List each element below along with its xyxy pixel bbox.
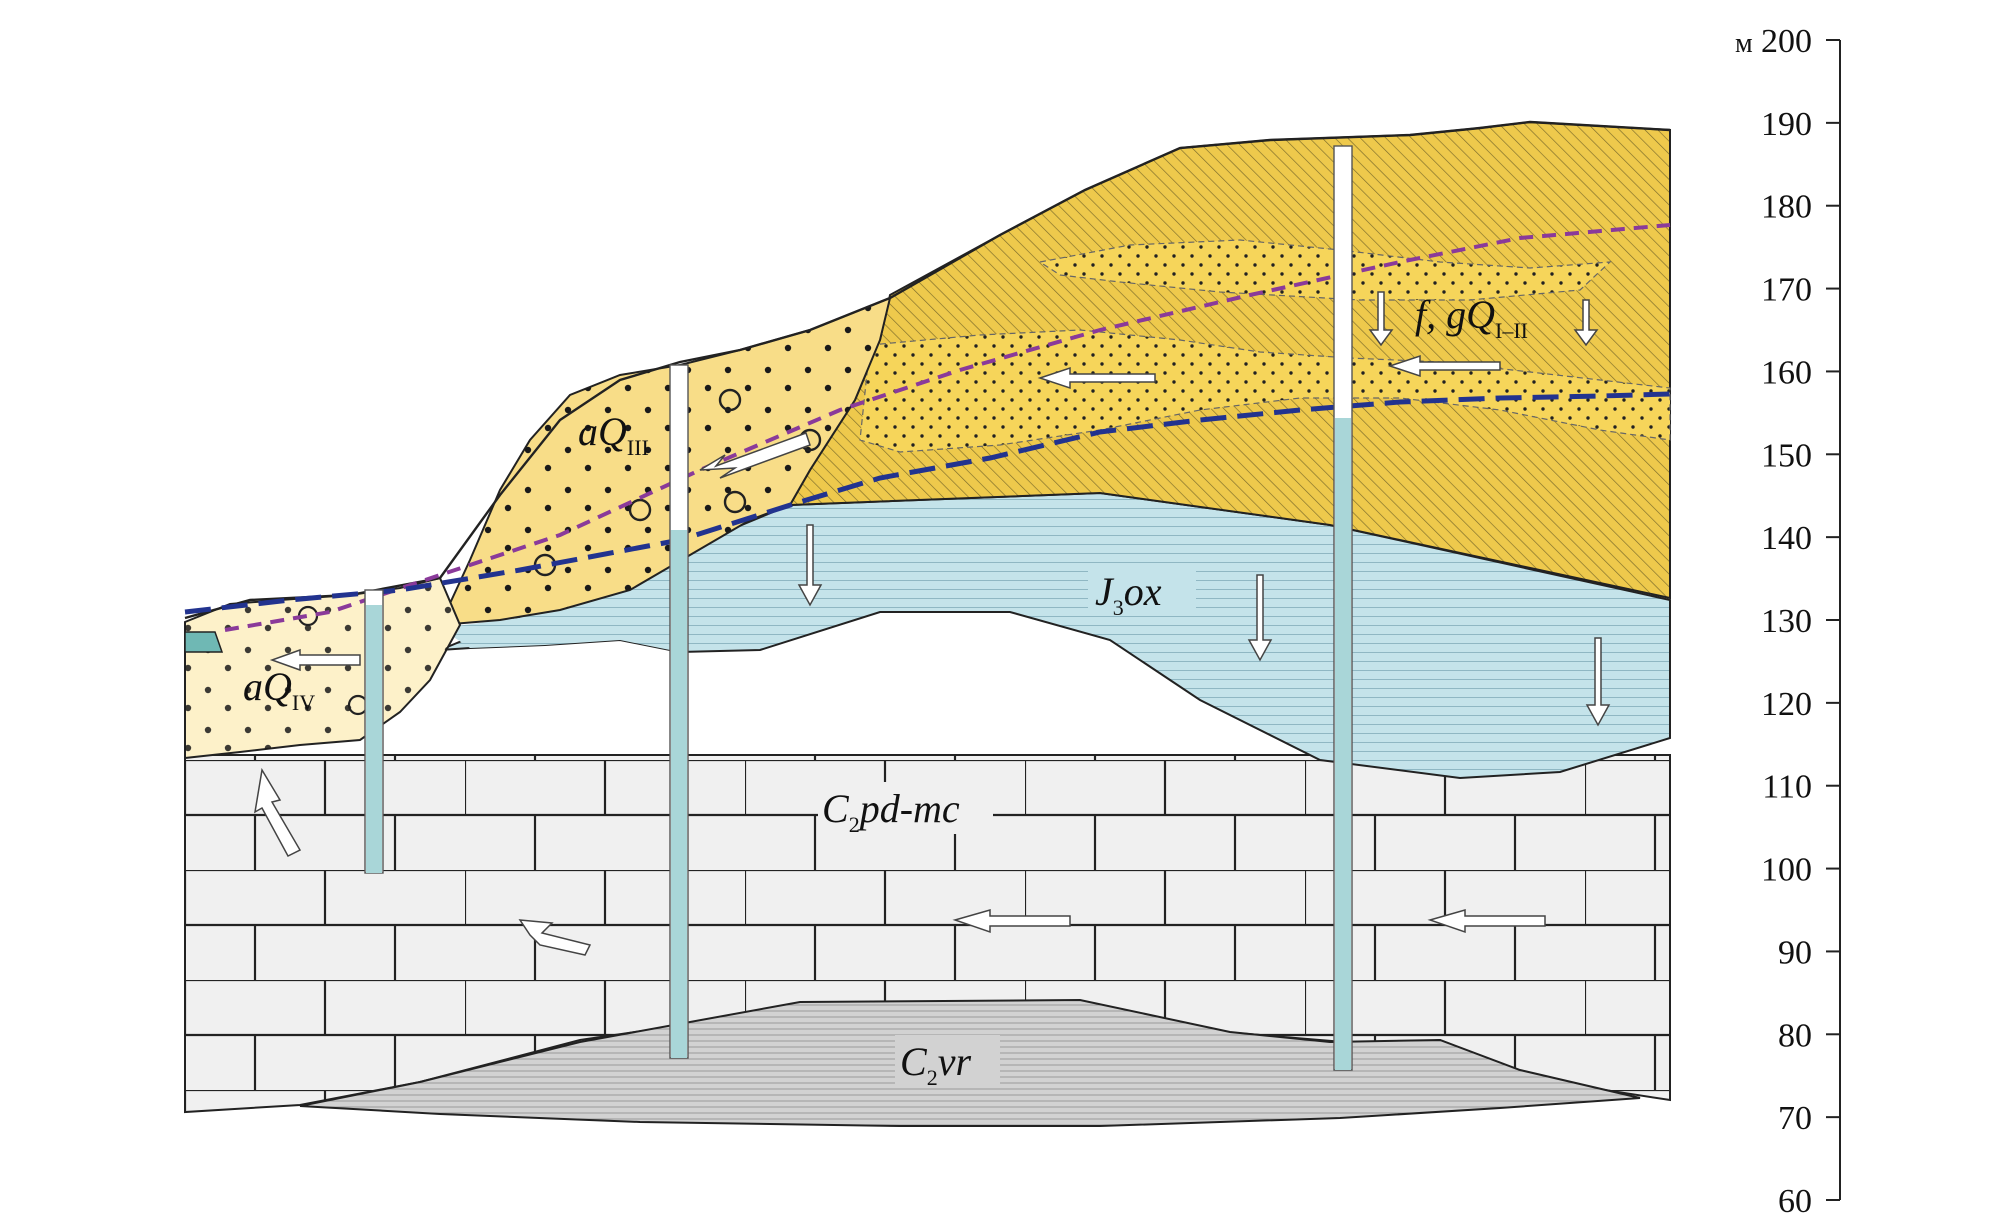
axis-tick-label: 120 (1761, 686, 1812, 723)
flow-arrow (1387, 354, 1501, 378)
flow-arrow (699, 432, 811, 479)
label-fgq: f, gQI–II (1415, 292, 1528, 343)
svg-text:f, gQI–II: f, gQI–II (1415, 292, 1528, 343)
axis-unit-label: м (1735, 28, 1753, 59)
unit-fgq (788, 120, 1671, 600)
label-aq-iv-sub: IV (292, 690, 315, 715)
axis-tick-label: 80 (1778, 1017, 1812, 1054)
flow-arrow (269, 648, 361, 672)
label-aq-iii-sub: III (627, 435, 649, 460)
flow-arrows (254, 291, 1611, 956)
label-aq-iv-main: aQ (243, 664, 292, 709)
label-j3ox-sub: 3 (1113, 595, 1124, 620)
elevation-axis: м 200 190 180 170 160 150 140 130 120 110 100 90 80 7… (1735, 23, 1841, 1220)
axis-tick-label: 90 (1778, 934, 1812, 971)
label-aq-iv: aQIV (243, 664, 315, 715)
flow-arrow (1573, 299, 1599, 347)
label-c2vr-pre: C (900, 1039, 928, 1084)
blue-dashed-line (184, 391, 1671, 615)
svg-text:C2pd-mc: C2pd-mc (822, 786, 960, 837)
flow-arrow (1037, 366, 1156, 390)
axis-tick-label: 100 (1761, 852, 1812, 889)
label-j3ox-pre: J (1095, 569, 1115, 614)
axis-tick-label: 140 (1761, 520, 1812, 557)
label-aq-iii: aQIII (578, 409, 649, 460)
flow-arrow (797, 524, 823, 607)
flow-arrow (1247, 574, 1273, 662)
axis-tick-label: 130 (1761, 603, 1812, 640)
well-2 (669, 364, 689, 1059)
axis-tick-label: 170 (1761, 272, 1812, 309)
label-c2pd-mc: C2pd-mc (818, 782, 993, 837)
flow-arrow (254, 767, 302, 857)
label-j3ox-main: ox (1124, 569, 1162, 614)
label-j3ox: J3ox (1088, 565, 1196, 620)
axis-tick-label: 200 (1761, 23, 1812, 60)
flow-arrow (1427, 909, 1546, 934)
axis-tick-label: 160 (1761, 354, 1812, 391)
axis-tick-label: 150 (1761, 437, 1812, 474)
axis-tick-label: 110 (1762, 769, 1812, 806)
flow-arrow (952, 909, 1071, 934)
well-3 (1333, 145, 1353, 1071)
svg-text:J3ox: J3ox (1095, 569, 1162, 620)
flow-arrow (518, 919, 592, 956)
svg-text:C2vr: C2vr (900, 1039, 971, 1090)
label-c2pd-mc-pre: C (822, 786, 850, 831)
axis-tick-label: 70 (1778, 1100, 1812, 1137)
axis-tick-label: 180 (1761, 189, 1812, 226)
purple-dashed-line (224, 223, 1671, 632)
label-c2pd-mc-main: pd-mc (857, 786, 960, 831)
label-c2pd-mc-sub: 2 (849, 812, 860, 837)
well-1 (364, 589, 384, 874)
label-c2vr-main: vr (938, 1039, 972, 1084)
flow-arrow (1585, 637, 1611, 727)
label-aq-iii-main: aQ (578, 409, 627, 454)
axis-tick-label: 60 (1778, 1183, 1812, 1220)
ground-surface (184, 120, 1671, 620)
unit-aq-iii (438, 296, 892, 627)
svg-text:aQIII: aQIII (578, 409, 649, 460)
unit-aq-iv (184, 576, 462, 760)
label-fgq-sub: I–II (1495, 318, 1528, 343)
label-c2vr: C2vr (895, 1035, 1000, 1090)
label-c2vr-sub: 2 (927, 1065, 938, 1090)
axis-tick-label: 190 (1761, 106, 1812, 143)
river-water (184, 631, 224, 653)
svg-text:aQIV: aQIV (243, 664, 315, 715)
label-fgq-main: f, gQ (1415, 292, 1495, 337)
flow-arrow (1368, 291, 1394, 347)
